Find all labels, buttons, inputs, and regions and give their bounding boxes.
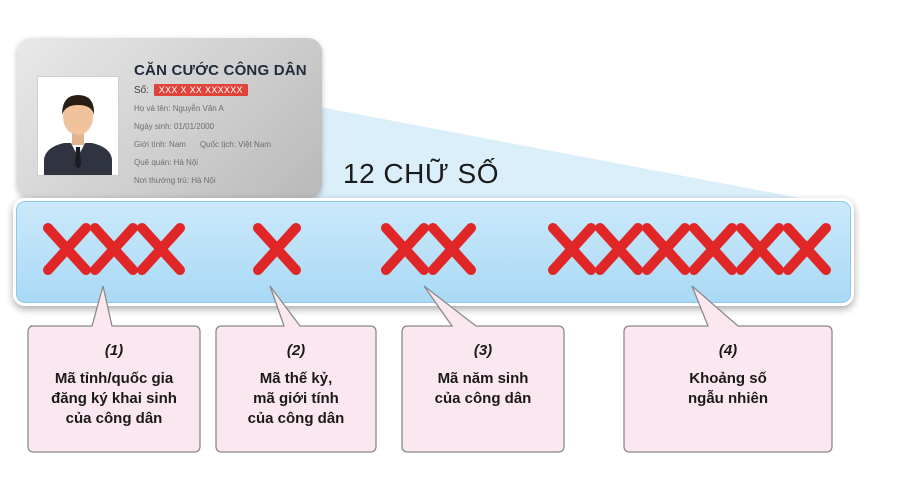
portrait-photo bbox=[37, 76, 119, 176]
card-title: CĂN CƯỚC CÔNG DÂN bbox=[134, 62, 307, 79]
x-mark-icon bbox=[595, 223, 643, 275]
callout-4-number: (4) bbox=[718, 342, 738, 359]
callout-1-shape bbox=[27, 285, 201, 453]
callout-1-line-2: đăng ký khai sinh bbox=[51, 390, 177, 407]
callout-3-line-1: Mã năm sinh bbox=[437, 370, 529, 387]
x-mark-icon bbox=[253, 223, 301, 275]
callout-2-line-3: của công dân bbox=[247, 410, 345, 427]
callout-1-number: (1) bbox=[104, 342, 124, 359]
callout-4: (4) Khoảng số ngẫu nhiên bbox=[624, 326, 832, 452]
card-field-dob: Ngày sinh: 01/01/2000 bbox=[134, 122, 215, 131]
callout-2: (2) Mã thế kỷ, mã giới tính của công dân bbox=[216, 326, 376, 452]
card-number-row: Số: XXX X XX XXXXXX bbox=[134, 84, 248, 96]
x-mark-icon bbox=[381, 223, 429, 275]
person-icon bbox=[38, 77, 118, 175]
card-number-label: Số: bbox=[134, 85, 150, 96]
card-field-nationality: Quốc tịch: Việt Nam bbox=[199, 140, 271, 149]
card-field-gender-text: Giới tính: Nam bbox=[134, 140, 186, 149]
card-number-value: XXX X XX XXXXXX bbox=[153, 84, 248, 96]
id-card: CĂN CƯỚC CÔNG DÂN Số: XXX X XX XXXXXX Họ… bbox=[17, 38, 322, 198]
callout-1-line-1: Mã tỉnh/quốc gia bbox=[54, 370, 174, 387]
callout-1-line-3: của công dân bbox=[65, 410, 163, 427]
callout-4-line-1: Khoảng số bbox=[689, 370, 767, 387]
callout-2-line-1: Mã thế kỷ, bbox=[259, 370, 333, 387]
x-mark-icon bbox=[548, 223, 596, 275]
callout-2-line-2: mã giới tính bbox=[253, 390, 339, 407]
digit-group-2 bbox=[250, 222, 304, 278]
callout-2-shape bbox=[215, 285, 377, 453]
card-field-gender: Giới tính: Nam Quốc tịch: Việt Nam bbox=[134, 140, 271, 149]
digit-group-4 bbox=[545, 222, 834, 278]
callout-4-shape bbox=[623, 285, 833, 453]
x-mark-icon bbox=[689, 223, 737, 275]
x-mark-icon bbox=[137, 223, 185, 275]
x-mark-icon bbox=[783, 223, 831, 275]
x-mark-icon bbox=[736, 223, 784, 275]
card-field-residence: Nơi thường trú: Hà Nội bbox=[134, 176, 216, 185]
card-field-name: Họ và tên: Nguyễn Văn A bbox=[134, 104, 224, 113]
callout-2-number: (2) bbox=[286, 342, 306, 359]
callout-1: (1) Mã tỉnh/quốc gia đăng ký khai sinh c… bbox=[28, 326, 200, 452]
x-mark-icon bbox=[43, 223, 91, 275]
callout-3-shape bbox=[401, 285, 565, 453]
heading-12-digits: 12 CHỮ SỐ bbox=[343, 158, 500, 189]
digit-group-1 bbox=[40, 222, 188, 278]
callout-3-line-2: của công dân bbox=[434, 390, 532, 407]
x-mark-icon bbox=[642, 223, 690, 275]
digit-group-3 bbox=[378, 222, 479, 278]
x-mark-icon bbox=[428, 223, 476, 275]
card-field-hometown: Quê quán: Hà Nội bbox=[134, 158, 199, 167]
callout-3-number: (3) bbox=[473, 342, 493, 359]
callout-3: (3) Mã năm sinh của công dân bbox=[402, 326, 564, 452]
callout-4-line-2: ngẫu nhiên bbox=[688, 390, 768, 407]
x-mark-icon bbox=[90, 223, 138, 275]
